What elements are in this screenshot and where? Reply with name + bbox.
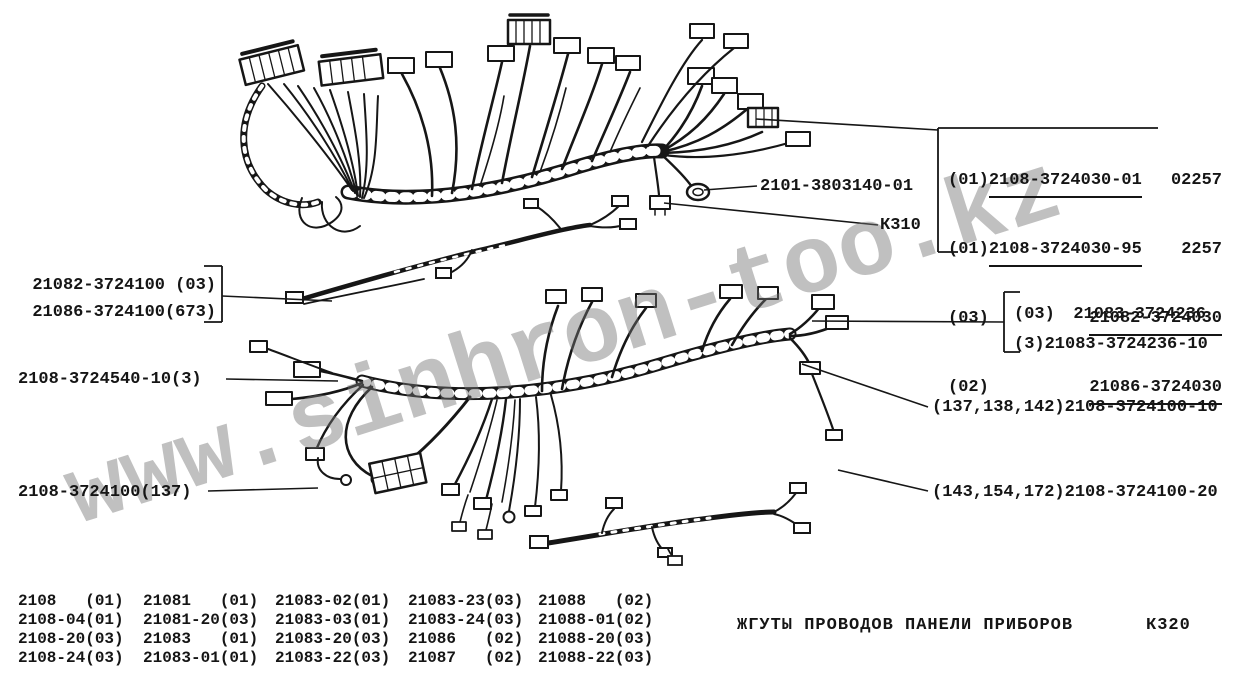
qty-code: (01)	[948, 240, 989, 259]
top-harness-drawing	[238, 13, 811, 233]
multipin-connector	[367, 451, 428, 495]
qty-code: (01)	[948, 171, 989, 190]
part-cell: 2108-04(01)	[18, 611, 124, 629]
part-cell: 2108-24(03)	[18, 649, 124, 667]
qty-code: (03)	[948, 309, 989, 328]
part-cell: 21081 (01)	[143, 592, 259, 610]
lower-sub-harness-drawing	[529, 482, 811, 566]
page-code: К320	[1146, 616, 1191, 635]
callout-grommet-part-number: 2101-3803140-01	[760, 177, 914, 196]
bottom-harness-drawing	[249, 284, 849, 540]
variant-row: (02) 21086-3724030	[948, 372, 1222, 405]
part-number: 21083-3724236	[1073, 305, 1206, 324]
upper-sub-harness-drawing	[285, 195, 637, 305]
part-number: 2108-3724030-01	[988, 165, 1142, 198]
leader-lines	[207, 118, 1005, 492]
part-number: 2108-3724030-95	[988, 234, 1142, 267]
applicability-table: 2108 (01) 21081 (01) 21083-02(01) 21083-…	[18, 592, 668, 668]
part-cell: 21088-22(03)	[538, 649, 654, 667]
callout-variant-20: (143,154,172)2108-3724100-20	[932, 483, 1218, 502]
callout-harness-540: 2108-3724540-10(3)	[18, 370, 202, 389]
callout-left-harness-line2: 21086-3724100(673)	[32, 303, 216, 322]
variant-row: (03) 21082-3724030	[948, 303, 1222, 336]
qty-code: (03)	[1014, 305, 1055, 324]
catalog-number: 02257	[1170, 171, 1222, 190]
catalog-number: 2257	[1181, 240, 1222, 259]
callout-harness-137: 2108-3724100(137)	[18, 483, 192, 502]
multipin-connector	[317, 47, 385, 87]
part-number: 21082-3724030	[1089, 303, 1222, 336]
variant-row: (01)2108-3724030-01 02257	[948, 165, 1222, 198]
part-cell: 21083-20(03)	[275, 630, 391, 648]
callout-box2-line2: (3)21083-3724236-10	[1014, 335, 1208, 354]
part-cell: 21083-03(01)	[275, 611, 391, 629]
callout-variant-10: (137,138,142)2108-3724100-10	[932, 398, 1218, 417]
callout-left-harness-line1: 21082-3724100 (03)	[32, 276, 216, 295]
callout-brackets	[204, 127, 1158, 353]
part-cell: 21083-22(03)	[275, 649, 391, 667]
part-cell: 21088-01(02)	[538, 611, 654, 629]
variant-row: (01)2108-3724030-95 2257	[948, 234, 1222, 267]
part-number: 21086-3724030	[1089, 372, 1222, 405]
part-cell: 21083-01(01)	[143, 649, 259, 667]
callout-relay-code: К310	[880, 216, 921, 235]
part-cell: 21083 (01)	[143, 630, 259, 648]
part-cell: 2108-20(03)	[18, 630, 124, 648]
part-cell: 21083-24(03)	[408, 611, 524, 629]
part-cell: 21081-20(03)	[143, 611, 259, 629]
qty-code: (02)	[948, 378, 989, 397]
callout-box2-line1: (03) 21083-3724236	[1014, 305, 1206, 325]
part-cell: 21087 (02)	[408, 649, 524, 667]
part-cell: 21083-02(01)	[275, 592, 391, 610]
relay-part	[649, 195, 671, 210]
page-title: ЖГУТЫ ПРОВОДОВ ПАНЕЛИ ПРИБОРОВ	[737, 616, 1074, 635]
part-cell: 21088-20(03)	[538, 630, 654, 648]
part-cell: 2108 (01)	[18, 592, 124, 610]
part-cell: 21083-23(03)	[408, 592, 524, 610]
part-cell: 21086 (02)	[408, 630, 524, 648]
grommet-part	[685, 182, 711, 202]
multipin-connector	[238, 39, 306, 87]
part-cell: 21088 (02)	[538, 592, 654, 610]
